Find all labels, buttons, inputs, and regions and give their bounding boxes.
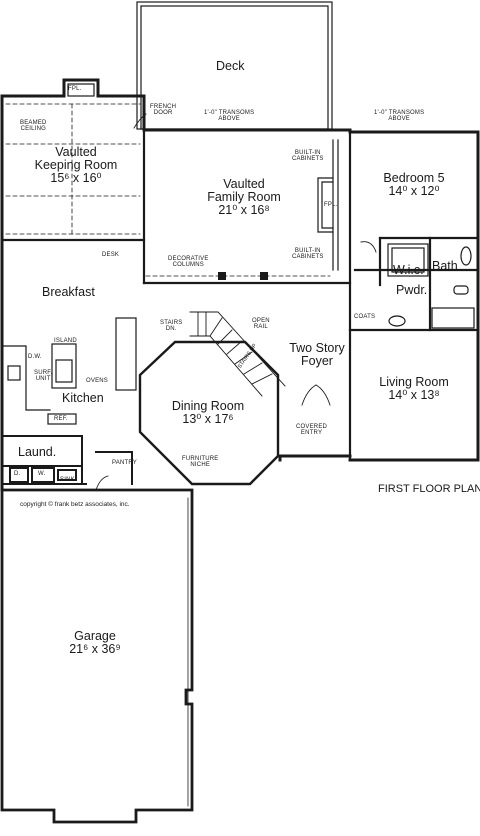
- laundry-label: Laund.: [18, 445, 57, 459]
- stairs-dn-note-2: DN.: [165, 326, 177, 333]
- family-room-name-2: Family Room: [207, 190, 281, 205]
- coats-note: COATS: [354, 314, 376, 320]
- french-door-note: FRENCH DOOR: [150, 104, 176, 117]
- beamed-note-2: CEILING: [20, 126, 46, 133]
- keeping-fireplace: [67, 83, 95, 97]
- builtin-note-1a: BUILT-IN: [294, 150, 321, 156]
- pantry-note: PANTRY: [112, 460, 137, 466]
- family-room-label: Vaulted Family Room 21⁰ x 16⁸: [196, 177, 292, 218]
- laundry-pantry-walls: [1, 435, 133, 485]
- desk-note: DESK: [102, 252, 120, 258]
- covered-entry-note-2: ENTRY: [300, 430, 323, 437]
- sink-note: SINK: [60, 477, 75, 483]
- copyright-note: copyright © frank betz associates, inc.: [20, 501, 130, 508]
- wic-label: W.i.c.: [393, 263, 424, 277]
- fpl-top-note: FPL.: [68, 86, 82, 92]
- door-swings: [95, 113, 377, 491]
- foyer-label: Two Story Foyer: [282, 341, 352, 369]
- family-room-dims: 21⁰ x 16⁸: [218, 203, 270, 218]
- breakfast-label: Breakfast: [42, 285, 95, 299]
- surf-note-2: UNIT: [35, 376, 51, 383]
- keeping-room-label: Vaulted Keeping Room 15⁶ x 16⁰: [28, 145, 124, 186]
- dw-note: D.W.: [28, 354, 42, 360]
- bath-fixtures: [387, 243, 475, 329]
- transoms-note-1a: 1'-0" TRANSOMS: [204, 110, 255, 116]
- builtin-note-2a: BUILT-IN: [294, 248, 321, 254]
- stairs-dn-note: STAIRS DN.: [160, 320, 182, 333]
- living-room-name: Living Room: [379, 375, 449, 389]
- dining-room-dims: 13⁰ x 17⁶: [182, 412, 234, 427]
- bedroom-dims: 14⁰ x 12⁰: [388, 184, 440, 199]
- niche-note-1: FURNITURE: [182, 456, 219, 462]
- niche-note: FURNITURE NICHE: [182, 456, 218, 469]
- keeping-room-name-1: Vaulted: [55, 145, 97, 159]
- stair-runs: [189, 311, 286, 397]
- island-note: ISLAND: [54, 338, 77, 344]
- columns-note: DECORATIVE COLUMNS: [168, 256, 209, 269]
- builtin-note-2b: CABINETS: [292, 254, 324, 261]
- transoms-note-1b: ABOVE: [218, 116, 240, 123]
- powder-label: Pwdr.: [396, 283, 428, 297]
- garage-label: Garage 21⁶ x 36⁹: [60, 629, 130, 657]
- builtin-note-2: BUILT-IN CABINETS: [292, 248, 324, 261]
- living-room-label: Living Room 14⁰ x 13⁸: [370, 375, 458, 403]
- plan-title: FIRST FLOOR PLAN: [378, 483, 480, 495]
- stairs-dn-note-1: STAIRS: [160, 320, 183, 326]
- french-door-note-1: FRENCH: [150, 104, 177, 110]
- exterior-walls: [0, 78, 480, 492]
- family-fireplace: [317, 139, 339, 271]
- living-room-dims: 14⁰ x 13⁸: [388, 388, 440, 403]
- surf-note-1: SURF.: [34, 370, 53, 376]
- dining-octagon: [138, 340, 280, 486]
- columns-note-2: COLUMNS: [172, 262, 204, 269]
- kitchen-cabinets: [3, 317, 137, 425]
- french-door-note-2: DOOR: [153, 110, 173, 117]
- open-rail-note: OPEN RAIL: [252, 318, 270, 331]
- open-rail-note-2: RAIL: [253, 324, 268, 331]
- niche-note-2: NICHE: [190, 462, 211, 469]
- dryer-note: D.: [14, 471, 21, 477]
- beamed-note: BEAMED CEILING: [20, 120, 47, 133]
- foyer-name-1: Two Story: [289, 341, 345, 355]
- garage-dims: 21⁶ x 36⁹: [69, 642, 121, 657]
- builtin-note-1: BUILT-IN CABINETS: [292, 150, 324, 163]
- transoms-note-1: 1'-0" TRANSOMS ABOVE: [204, 110, 254, 123]
- ovens-note: OVENS: [86, 378, 109, 384]
- dining-room-label: Dining Room 13⁰ x 17⁶: [166, 399, 250, 427]
- covered-entry-note-1: COVERED: [296, 424, 328, 430]
- bedroom-label: Bedroom 5 14⁰ x 12⁰: [370, 171, 458, 199]
- transoms-note-2b: ABOVE: [388, 116, 410, 123]
- family-room-name-1: Vaulted: [223, 177, 265, 191]
- columns-note-1: DECORATIVE: [168, 256, 209, 262]
- fpl-family-note: FPL.: [324, 202, 338, 208]
- dining-room-name: Dining Room: [171, 399, 245, 413]
- builtin-note-1b: CABINETS: [292, 156, 324, 163]
- deck-label: Deck: [216, 59, 245, 73]
- open-rail-note-1: OPEN: [252, 318, 270, 324]
- surf-note: SURF. UNIT: [34, 370, 52, 383]
- bath-label: Bath: [432, 259, 458, 273]
- kitchen-label: Kitchen: [62, 391, 104, 405]
- transoms-note-2: 1'-0" TRANSOMS ABOVE: [374, 110, 424, 123]
- bedroom-name: Bedroom 5: [383, 171, 445, 185]
- beamed-ceiling-lines: [5, 103, 141, 235]
- interior-walls: [0, 128, 480, 462]
- ref-note: REF.: [54, 416, 68, 422]
- foyer-name-2: Foyer: [301, 354, 333, 369]
- garage-name: Garage: [74, 629, 116, 643]
- garage-walls: [0, 488, 194, 824]
- covered-entry-note: COVERED ENTRY: [296, 424, 327, 437]
- washer-note: W.: [38, 471, 46, 477]
- transoms-note-2a: 1'-0" TRANSOMS: [374, 110, 425, 116]
- keeping-room-name-2: Keeping Room: [34, 158, 118, 173]
- keeping-room-dims: 15⁶ x 16⁰: [50, 171, 102, 186]
- beamed-note-1: BEAMED: [20, 120, 47, 126]
- decorative-columns: [218, 272, 268, 280]
